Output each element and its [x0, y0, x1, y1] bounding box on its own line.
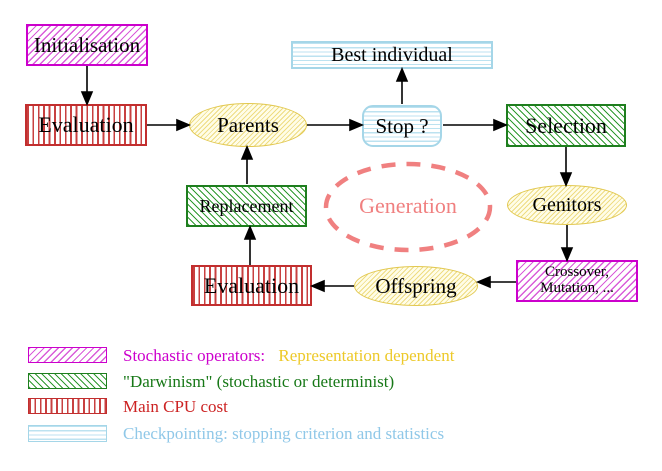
node-evaluation-bottom: Evaluation — [191, 265, 312, 306]
node-evaluation-top: Evaluation — [25, 104, 147, 146]
node-offspring-label: Offspring — [375, 273, 457, 298]
arrow-stop-to-selection — [443, 118, 509, 132]
node-selection: Selection — [506, 104, 626, 147]
node-stop: Stop ? — [362, 105, 442, 147]
node-parents-label: Parents — [217, 112, 279, 137]
node-evaluation-bottom-label: Evaluation — [203, 272, 300, 298]
node-initialisation: Initialisation — [26, 24, 148, 66]
node-stop-label: Stop ? — [375, 113, 429, 138]
generation-label: Generation — [359, 193, 457, 218]
arrow-initialisation-to-evaluation — [80, 66, 94, 107]
legend-label-representation-dependent: Representation dependent — [278, 346, 455, 365]
arrow-genitors-to-crossover — [560, 225, 574, 263]
node-crossover-line1: Crossover, — [545, 264, 609, 281]
legend-swatch-checkpointing — [28, 425, 107, 442]
node-best-individual-label: Best individual — [331, 43, 453, 66]
node-genitors: Genitors — [507, 185, 627, 225]
arrow-replacement-to-parents — [240, 144, 254, 184]
arrow-offspring-to-evaluation — [309, 279, 354, 293]
arrow-parents-to-stop — [307, 118, 365, 132]
node-offspring: Offspring — [354, 266, 478, 306]
node-initialisation-label: Initialisation — [33, 32, 141, 57]
legend-label-checkpointing: Checkpointing: stopping criterion and st… — [123, 424, 445, 443]
legend-swatch-main-cpu-cost — [28, 398, 107, 414]
legend-row-stochastic-operators: Stochastic operators: Representation dep… — [123, 346, 454, 366]
arrow-stop-to-best-individual — [395, 66, 409, 104]
node-crossover-line2: Mutation, ... — [540, 280, 614, 296]
legend-label-darwinism: "Darwinism" (stochastic or determinist) — [123, 372, 395, 391]
arrow-crossover-to-offspring — [475, 275, 516, 289]
node-best-individual: Best individual — [291, 41, 493, 69]
legend-swatch-darwinism — [28, 373, 107, 389]
arrow-selection-to-genitors — [559, 147, 573, 188]
arrow-evaluation-to-replacement — [243, 224, 257, 265]
legend-label-stochastic-operators: Stochastic operators: — [123, 346, 266, 365]
legend-swatch-stochastic-operators — [28, 347, 107, 363]
arrow-evaluation-to-parents — [147, 118, 192, 132]
legend-label-main-cpu-cost: Main CPU cost — [123, 397, 228, 416]
node-parents: Parents — [189, 103, 307, 147]
node-selection-label: Selection — [525, 112, 607, 138]
node-evaluation-top-label: Evaluation — [38, 112, 134, 138]
node-crossover-mutation: Crossover, Mutation, ... — [516, 260, 638, 302]
node-replacement-label: Replacement — [199, 195, 294, 216]
node-replacement: Replacement — [186, 185, 307, 227]
node-genitors-label: Genitors — [532, 193, 602, 216]
